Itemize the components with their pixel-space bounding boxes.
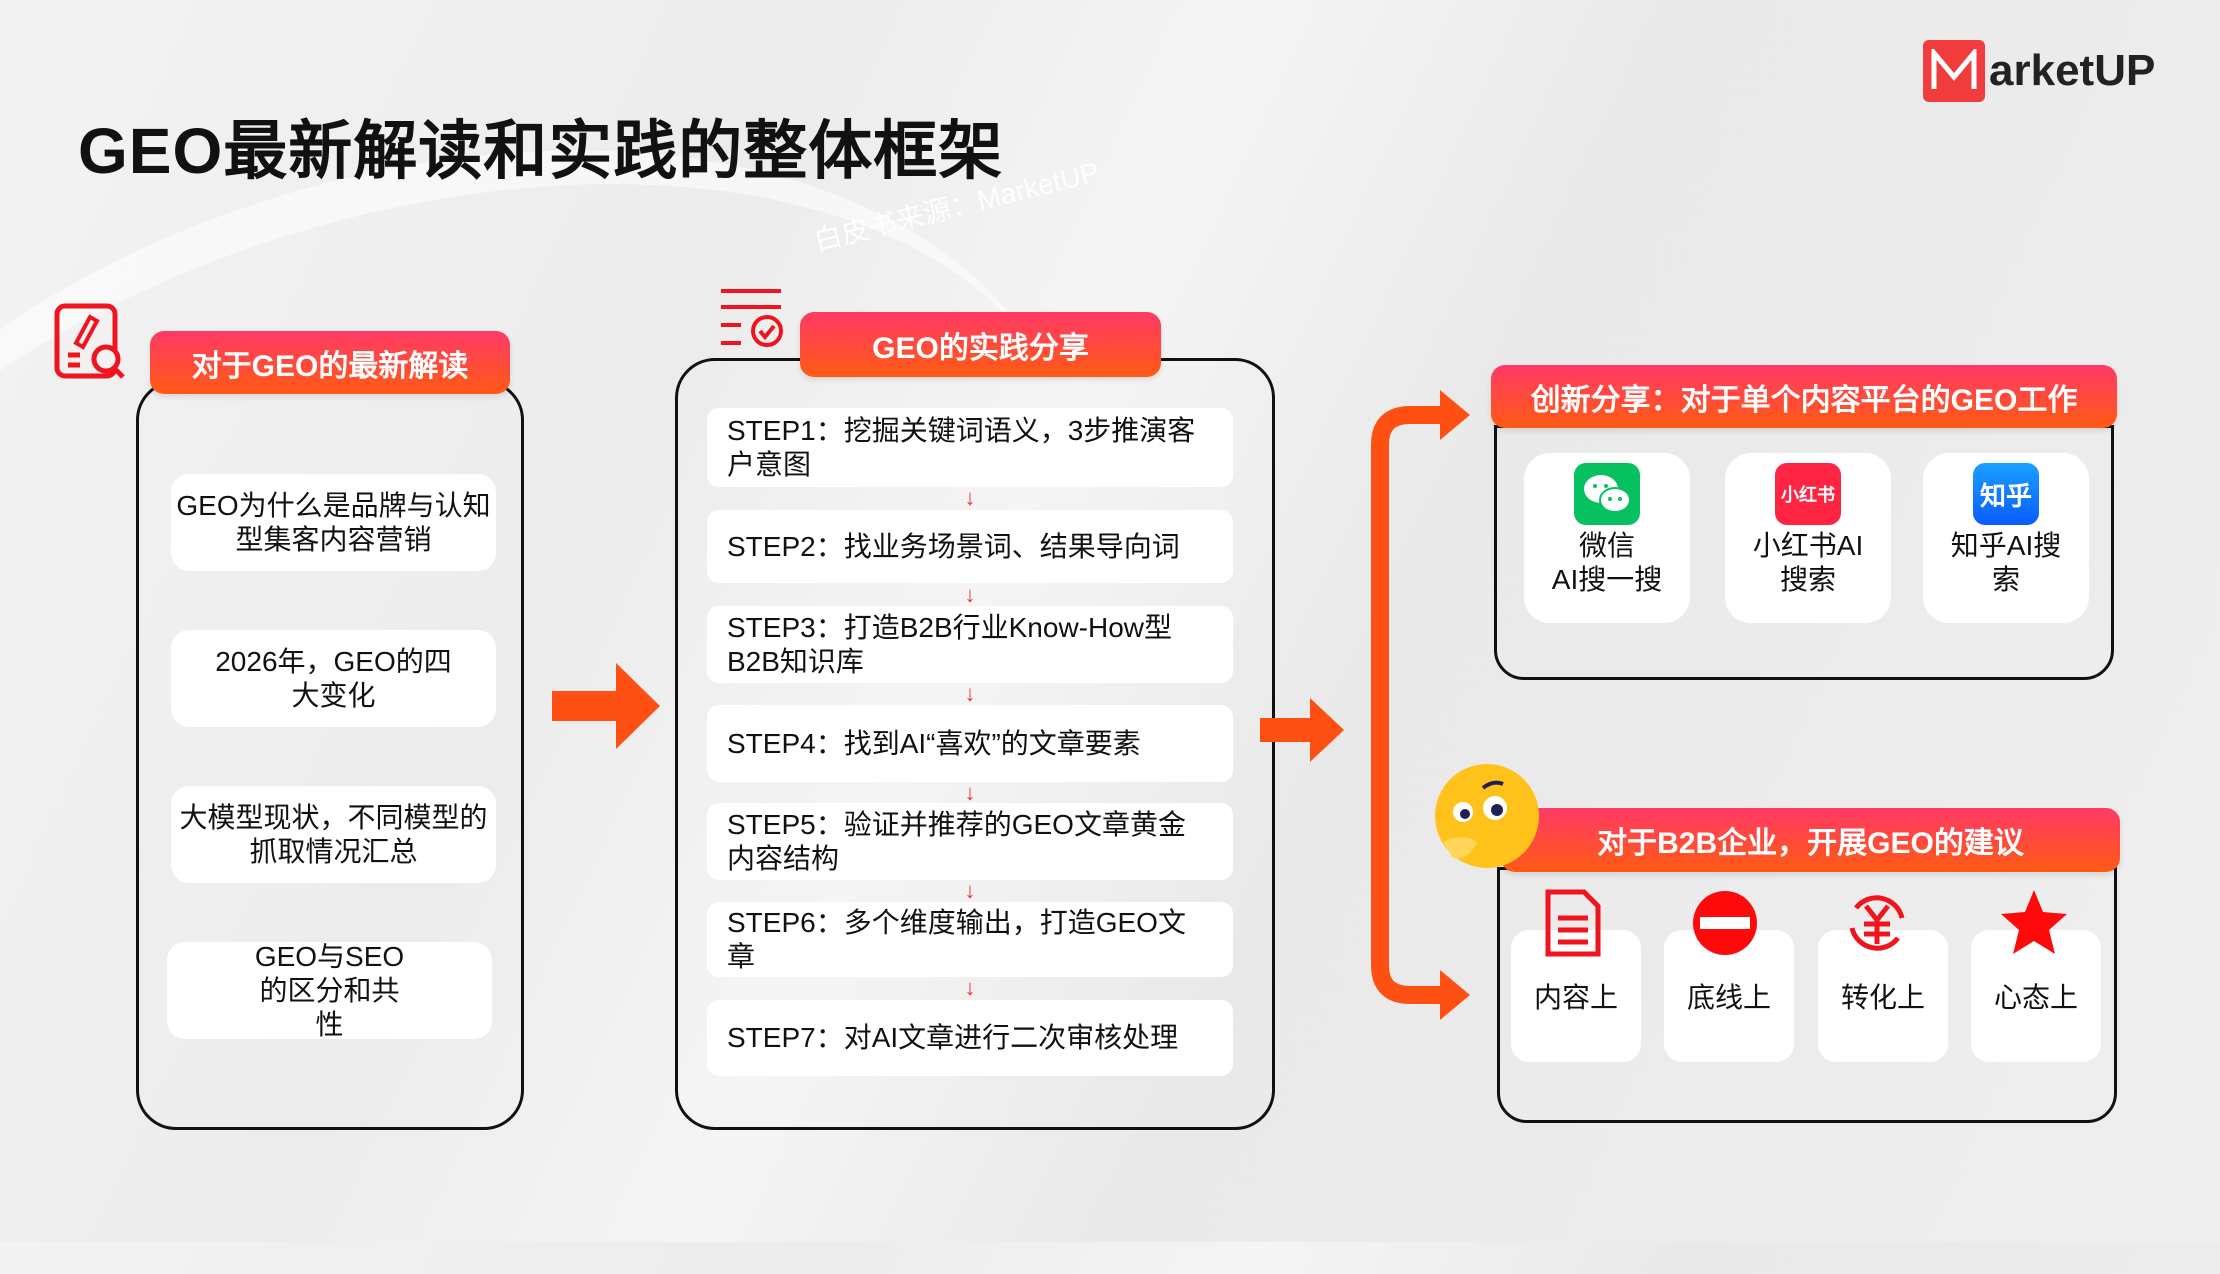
platform-label: 小红书AI xyxy=(1752,530,1864,561)
zhihu-icon: 知乎 xyxy=(1973,463,2039,525)
logo-text: arketUP xyxy=(1989,46,2156,95)
suggestion-label: 心态上 xyxy=(1993,982,2078,1013)
page-title: GEO最新解读和实践的整体框架 xyxy=(78,115,1004,187)
yuan-cycle-icon xyxy=(1849,895,1905,951)
top-right-header: 创新分享：对于单个内容平台的GEO工作 xyxy=(1491,365,2117,428)
suggestion-label: 底线上 xyxy=(1686,982,1771,1013)
star-icon xyxy=(2001,890,2067,954)
step-item[interactable]: STEP4：找到AI“喜欢”的文章要素 xyxy=(707,705,1233,782)
platform-card-zhihu[interactable]: 知乎 知乎AI搜 索 xyxy=(1923,453,2089,623)
logo: arketUP xyxy=(1923,40,2155,102)
step-item[interactable]: STEP7：对AI文章进行二次审核处理 xyxy=(707,1000,1233,1076)
left-item[interactable]: GEO为什么是品牌与认知型集客内容营销 xyxy=(171,474,496,571)
step-item[interactable]: STEP2：找业务场景词、结果导向词 xyxy=(707,510,1233,583)
platform-card-xiaohongshu[interactable]: 小红书 小红书AI 搜索 xyxy=(1725,453,1891,623)
suggestion-label: 内容上 xyxy=(1533,982,1618,1013)
platform-card-wechat[interactable]: 微信 AI搜一搜 xyxy=(1524,453,1690,623)
logo-mark-icon xyxy=(1923,40,1985,102)
arrow-down-icon: ↓ xyxy=(964,975,976,1000)
middle-panel-header: GEO的实践分享 xyxy=(800,312,1161,377)
checklist-icon xyxy=(721,289,783,347)
arrow-right-icon xyxy=(552,663,660,749)
platform-label: 索 xyxy=(1991,564,2020,595)
suggestion-card[interactable]: 转化上 xyxy=(1818,930,1948,1062)
arrow-down-icon: ↓ xyxy=(964,878,976,903)
thinking-emoji-icon xyxy=(1435,764,1539,868)
platform-label: AI搜一搜 xyxy=(1551,564,1663,595)
platform-label: 微信 xyxy=(1578,530,1635,561)
bottom-right-header: 对于B2B企业，开展GEO的建议 xyxy=(1501,808,2120,872)
step-item[interactable]: STEP6：多个维度输出，打造GEO文章 xyxy=(707,902,1233,977)
left-panel-header: 对于GEO的最新解读 xyxy=(150,331,510,394)
document-search-icon xyxy=(54,303,125,379)
branch-bracket-arrows xyxy=(1371,390,1470,1020)
document-icon xyxy=(1545,889,1601,957)
xiaohongshu-icon: 小红书 xyxy=(1775,463,1841,525)
arrow-down-icon: ↓ xyxy=(964,780,976,805)
step-item[interactable]: STEP1：挖掘关键词语义，3步推演客户意图 xyxy=(707,408,1233,487)
arrow-down-icon: ↓ xyxy=(964,582,976,607)
left-item[interactable]: GEO与SEO的区分和共性 xyxy=(167,941,492,1040)
suggestion-card[interactable]: 心态上 xyxy=(1971,930,2101,1062)
platform-label: 知乎AI搜 xyxy=(1950,530,2062,561)
no-entry-icon xyxy=(1693,891,1757,955)
left-item[interactable]: 大模型现状，不同模型的抓取情况汇总 xyxy=(171,786,496,883)
wechat-icon xyxy=(1574,463,1640,525)
left-item[interactable]: 2026年，GEO的四大变化 xyxy=(171,630,496,727)
step-item[interactable]: STEP3：打造B2B行业Know-How型B2B知识库 xyxy=(707,606,1233,683)
suggestion-label: 转化上 xyxy=(1840,982,1925,1013)
step-item[interactable]: STEP5：验证并推荐的GEO文章黄金内容结构 xyxy=(707,803,1233,880)
arrow-down-icon: ↓ xyxy=(964,681,976,706)
arrow-right-icon xyxy=(1260,698,1344,762)
arrow-down-icon: ↓ xyxy=(964,485,976,510)
platform-label: 搜索 xyxy=(1779,564,1836,595)
